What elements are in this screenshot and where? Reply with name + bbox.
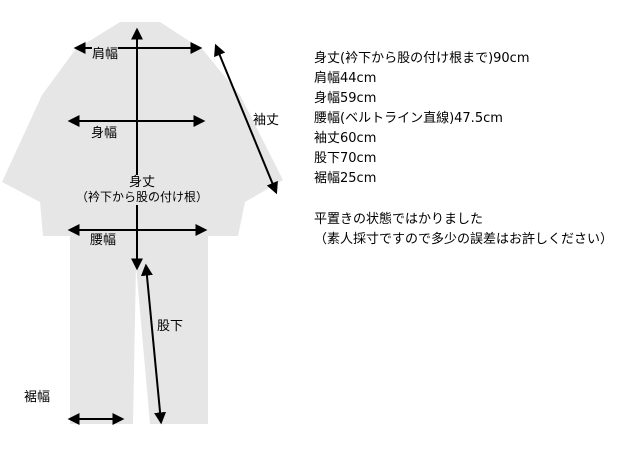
sleeve-length-label: 袖丈 [253,113,280,128]
spec-body-width: 身幅59cm [314,91,377,106]
body-length-label: 身丈 （衿下から股の付け根） [73,175,211,205]
body-width-label: 身幅 [91,126,118,141]
waist-width-label: 腰幅 [90,233,117,248]
spec-sleeve-length: 袖丈60cm [314,131,377,146]
inseam-label: 股下 [157,319,184,334]
spec-shoulder-width: 肩幅44cm [314,71,377,86]
spec-body-length: 身丈(衿下から股の付け根まで)90cm [314,51,530,66]
note-line-2: （素人採寸ですので多少の誤差はお許しください） [314,232,614,247]
sleeve-length-arrow [214,43,278,195]
coverall-silhouette [2,22,283,424]
measurement-note: 平置きの状態ではかりました （素人採寸ですので多少の誤差はお許しください） [314,210,613,250]
shoulder-width-label: 肩幅 [92,47,119,62]
spec-waist-width: 腰幅(ベルトライン直線)47.5cm [314,111,503,126]
hem-width-label: 裾幅 [24,390,51,405]
inseam-arrow [140,263,167,425]
spec-hem-width: 裾幅25cm [314,171,377,186]
body-length-title: 身丈 [128,175,155,190]
spec-inseam: 股下70cm [314,151,377,166]
note-line-1: 平置きの状態ではかりました [314,212,484,227]
measurement-list: 身丈(衿下から股の付け根まで)90cm 肩幅44cm 身幅59cm 腰幅(ベルト… [314,49,530,189]
body-length-subtitle: （衿下から股の付け根） [75,190,208,204]
